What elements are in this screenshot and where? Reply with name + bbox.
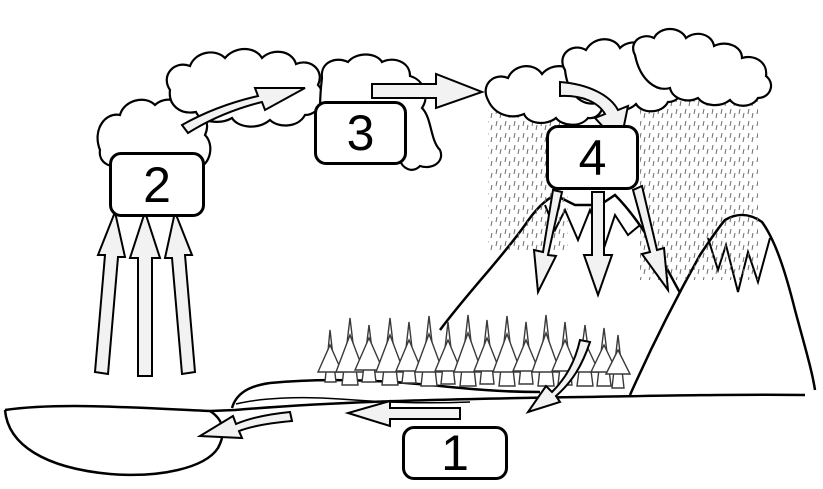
river-flow-arrow-right [344, 399, 461, 428]
label-box-4: 4 [546, 125, 639, 190]
label-box-3: 3 [314, 101, 407, 165]
label-number-3: 3 [346, 105, 375, 161]
label-number-1: 1 [441, 425, 469, 481]
arrows [93, 72, 670, 440]
river-flow-arrow-left [196, 410, 294, 440]
label-number-2: 2 [143, 156, 171, 213]
transport-arrow [371, 72, 485, 110]
precipitation-arrow-left [532, 188, 564, 296]
evaporation-arrow-left [93, 208, 127, 376]
evaporation-arrow-middle [128, 208, 162, 377]
river-bank [235, 396, 471, 405]
label-box-1: 1 [402, 426, 508, 480]
runoff-arrow [525, 338, 592, 414]
lake-water [3, 409, 224, 477]
condensation-arrow [180, 87, 306, 135]
evaporation-arrow-right [163, 208, 197, 376]
precipitation-arrow-right [631, 184, 670, 294]
label-box-2: 2 [109, 152, 205, 217]
precipitation-arrow-middle [582, 191, 614, 299]
clouds [96, 27, 773, 178]
label-number-4: 4 [578, 129, 607, 186]
